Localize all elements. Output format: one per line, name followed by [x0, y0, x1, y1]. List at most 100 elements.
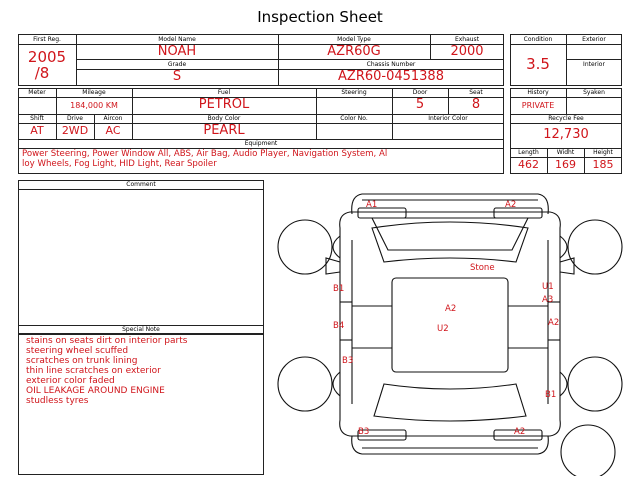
- condition-label: Condition: [523, 36, 553, 43]
- meter-label: Meter: [28, 89, 46, 96]
- length-label: Length: [518, 149, 539, 156]
- color-no-label: Color No.: [340, 115, 368, 122]
- divider: [132, 114, 133, 139]
- steering-label: Steering: [341, 89, 367, 96]
- model-type-value: AZR60G: [327, 44, 381, 59]
- fuel-label: Fuel: [217, 89, 231, 96]
- divider: [18, 189, 264, 190]
- fuel-value: PETROL: [198, 97, 250, 112]
- recycle-fee-value: 12,730: [543, 127, 589, 142]
- damage-mark-b3-left: B3: [342, 356, 353, 366]
- special-note-label: Special Note: [122, 326, 160, 333]
- divider: [278, 34, 279, 86]
- divider: [584, 148, 585, 174]
- seat-label: Seat: [469, 89, 483, 96]
- body-color-label: Body Color: [207, 115, 241, 122]
- damage-mark-u1: U1: [542, 282, 554, 292]
- special-note-list: stains on seats dirt on interior parts s…: [26, 336, 262, 406]
- door-value: 5: [415, 97, 425, 112]
- first-reg-year: 2005: [27, 48, 67, 66]
- grade-label: Grade: [167, 61, 187, 68]
- divider: [316, 88, 317, 139]
- exterior-label: Exterior: [582, 36, 606, 43]
- interior-label: Interior: [583, 61, 605, 68]
- aircon-value: AC: [105, 124, 121, 137]
- divider: [18, 334, 264, 335]
- divider: [76, 44, 504, 45]
- grade-value: S: [172, 69, 182, 84]
- recycle-fee-label: Recycle Fee: [548, 115, 584, 122]
- model-name-value: NOAH: [157, 44, 197, 59]
- special-note-box: [18, 325, 264, 475]
- history-label: History: [527, 89, 549, 96]
- divider: [547, 148, 548, 174]
- height-label: Height: [593, 149, 613, 156]
- height-value: 185: [592, 158, 614, 171]
- vehicle-spec-block: [18, 88, 504, 174]
- divider: [18, 97, 504, 98]
- damage-mark-a2-right: A2: [548, 318, 559, 328]
- syaken-label: Syaken: [583, 89, 605, 96]
- divider: [566, 88, 567, 114]
- shift-value: AT: [30, 124, 44, 137]
- list-item: steering wheel scuffed: [26, 346, 129, 356]
- divider: [510, 123, 622, 124]
- divider: [18, 114, 504, 115]
- history-value: PRIVATE: [521, 101, 555, 110]
- divider: [56, 88, 57, 139]
- equipment-line-1: Power Steering, Power Window All, ABS, A…: [22, 149, 388, 159]
- divider: [18, 148, 504, 149]
- aircon-label: Aircon: [103, 115, 123, 122]
- list-item: thin line scratches on exterior: [26, 366, 161, 376]
- equipment-line-2: loy Wheels, Fog Light, HID Light, Rear S…: [22, 159, 217, 169]
- exhaust-label: Exhaust: [454, 36, 480, 43]
- condition-score: 3.5: [526, 55, 550, 73]
- chassis-number-label: Chassis Number: [366, 61, 416, 68]
- damage-mark-b3-bottom: B3: [358, 427, 369, 437]
- divider: [18, 44, 76, 45]
- damage-mark-b1-left: B1: [333, 284, 344, 294]
- damage-mark-b4: B4: [333, 321, 344, 331]
- damage-mark-a2-bottom: A2: [514, 427, 525, 437]
- interior-color-label: Interior Color: [428, 115, 468, 122]
- mileage-label: Mileage: [82, 89, 106, 96]
- damage-mark-b1-bottom: B1: [545, 390, 556, 400]
- damage-mark-a2-center: A2: [445, 304, 456, 314]
- drive-label: Drive: [67, 115, 83, 122]
- model-type-label: Model Type: [337, 36, 371, 43]
- first-reg-label: First Reg.: [33, 36, 61, 43]
- body-color-value: PEARL: [203, 123, 245, 138]
- model-name-label: Model Name: [158, 36, 196, 43]
- divider: [510, 157, 622, 158]
- list-item: exterior color faded: [26, 376, 115, 386]
- list-item: OIL LEAKAGE AROUND ENGINE: [26, 386, 165, 396]
- damage-mark-stone: Stone: [470, 263, 495, 273]
- car-damage-diagram: A1 A2 Stone B1 U1 A3 A2 B4 U2 A2 B3 B1 B…: [277, 193, 623, 476]
- comment-box: [18, 180, 264, 334]
- door-label: Door: [412, 89, 428, 96]
- damage-mark-a2-top: A2: [505, 200, 516, 210]
- list-item: stains on seats dirt on interior parts: [26, 336, 188, 346]
- drive-value: 2WD: [61, 124, 89, 137]
- divider: [566, 34, 567, 86]
- width-label: Widht: [556, 149, 575, 156]
- divider: [76, 34, 77, 86]
- divider: [448, 88, 449, 114]
- list-item: scratches on trunk lining: [26, 356, 138, 366]
- chassis-number-value: AZR60-0451388: [338, 69, 444, 84]
- divider: [76, 69, 504, 70]
- damage-mark-a3: A3: [542, 295, 553, 305]
- divider: [430, 34, 431, 59]
- seat-value: 8: [471, 97, 481, 112]
- length-value: 462: [518, 158, 539, 171]
- first-reg-month: /8: [34, 64, 50, 82]
- exhaust-value: 2000: [450, 44, 484, 59]
- damage-mark-a1: A1: [366, 200, 377, 210]
- divider: [566, 59, 622, 60]
- divider: [18, 123, 504, 124]
- divider: [94, 114, 95, 139]
- divider: [510, 148, 622, 149]
- comment-label: Comment: [126, 181, 156, 188]
- damage-mark-u2: U2: [437, 324, 449, 334]
- page-title: Inspection Sheet: [257, 8, 383, 26]
